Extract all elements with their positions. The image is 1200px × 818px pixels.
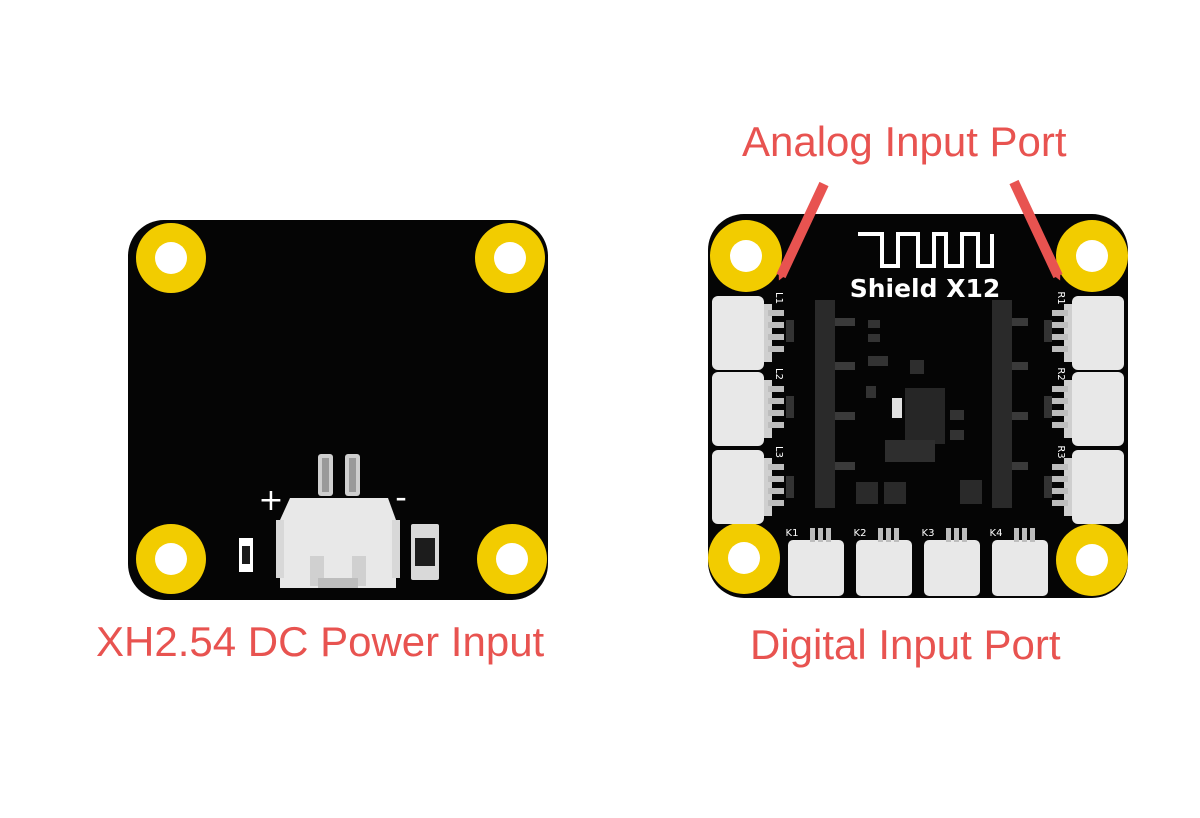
digital-port-k2 xyxy=(856,528,912,596)
analog-port-r2 xyxy=(1052,372,1124,446)
polarity-plus: + xyxy=(258,483,283,518)
port-label-r1: R1 xyxy=(1055,291,1066,304)
port-label-k1: K1 xyxy=(786,528,799,539)
mounting-hole-top-right xyxy=(1056,220,1128,292)
power-board-pcb xyxy=(128,220,548,600)
mounting-hole-bottom-left xyxy=(708,522,780,594)
analog-port-l2 xyxy=(712,372,784,446)
xh254-power-connector xyxy=(276,454,400,588)
header-strip-left xyxy=(815,300,855,508)
port-label-l3: L3 xyxy=(773,446,784,458)
port-label-k3: K3 xyxy=(922,528,935,539)
port-label-k4: K4 xyxy=(990,528,1003,539)
analog-port-l1 xyxy=(712,296,784,370)
analog-arrow-left xyxy=(776,181,829,281)
header-strip-right xyxy=(992,300,1028,508)
mounting-hole-top-left xyxy=(710,220,782,292)
mounting-hole-bottom-right xyxy=(1056,524,1128,596)
mounting-hole-bottom-left xyxy=(136,524,206,594)
smd-resistor-left xyxy=(239,538,253,572)
analog-port-r1 xyxy=(1052,296,1124,370)
mounting-hole-top-right xyxy=(475,223,545,293)
port-label-l1: L1 xyxy=(773,292,784,304)
main-chip xyxy=(885,360,945,462)
mounting-hole-top-left xyxy=(136,223,206,293)
mounting-hole-bottom-right xyxy=(477,524,547,594)
digital-port-k4 xyxy=(992,528,1048,596)
analog-port-l3 xyxy=(712,450,784,524)
port-label-k2: K2 xyxy=(854,528,867,539)
port-label-r2: R2 xyxy=(1055,367,1066,380)
analog-input-caption: Analog Input Port xyxy=(742,118,1067,165)
port-label-l2: L2 xyxy=(773,368,784,380)
analog-port-r3 xyxy=(1052,450,1124,524)
smd-components xyxy=(786,320,1052,504)
smd-diode xyxy=(411,524,439,580)
polarity-minus: - xyxy=(395,478,407,516)
power-input-caption: XH2.54 DC Power Input xyxy=(96,618,545,665)
board-title: Shield X12 xyxy=(850,274,1001,303)
digital-port-k3 xyxy=(924,528,980,596)
power-board: + - xyxy=(128,220,548,600)
brand-logo xyxy=(858,232,994,268)
digital-port-k1 xyxy=(788,528,844,596)
digital-input-caption: Digital Input Port xyxy=(750,621,1061,668)
analog-arrow-right xyxy=(1009,179,1063,281)
port-label-r3: R3 xyxy=(1055,445,1066,458)
